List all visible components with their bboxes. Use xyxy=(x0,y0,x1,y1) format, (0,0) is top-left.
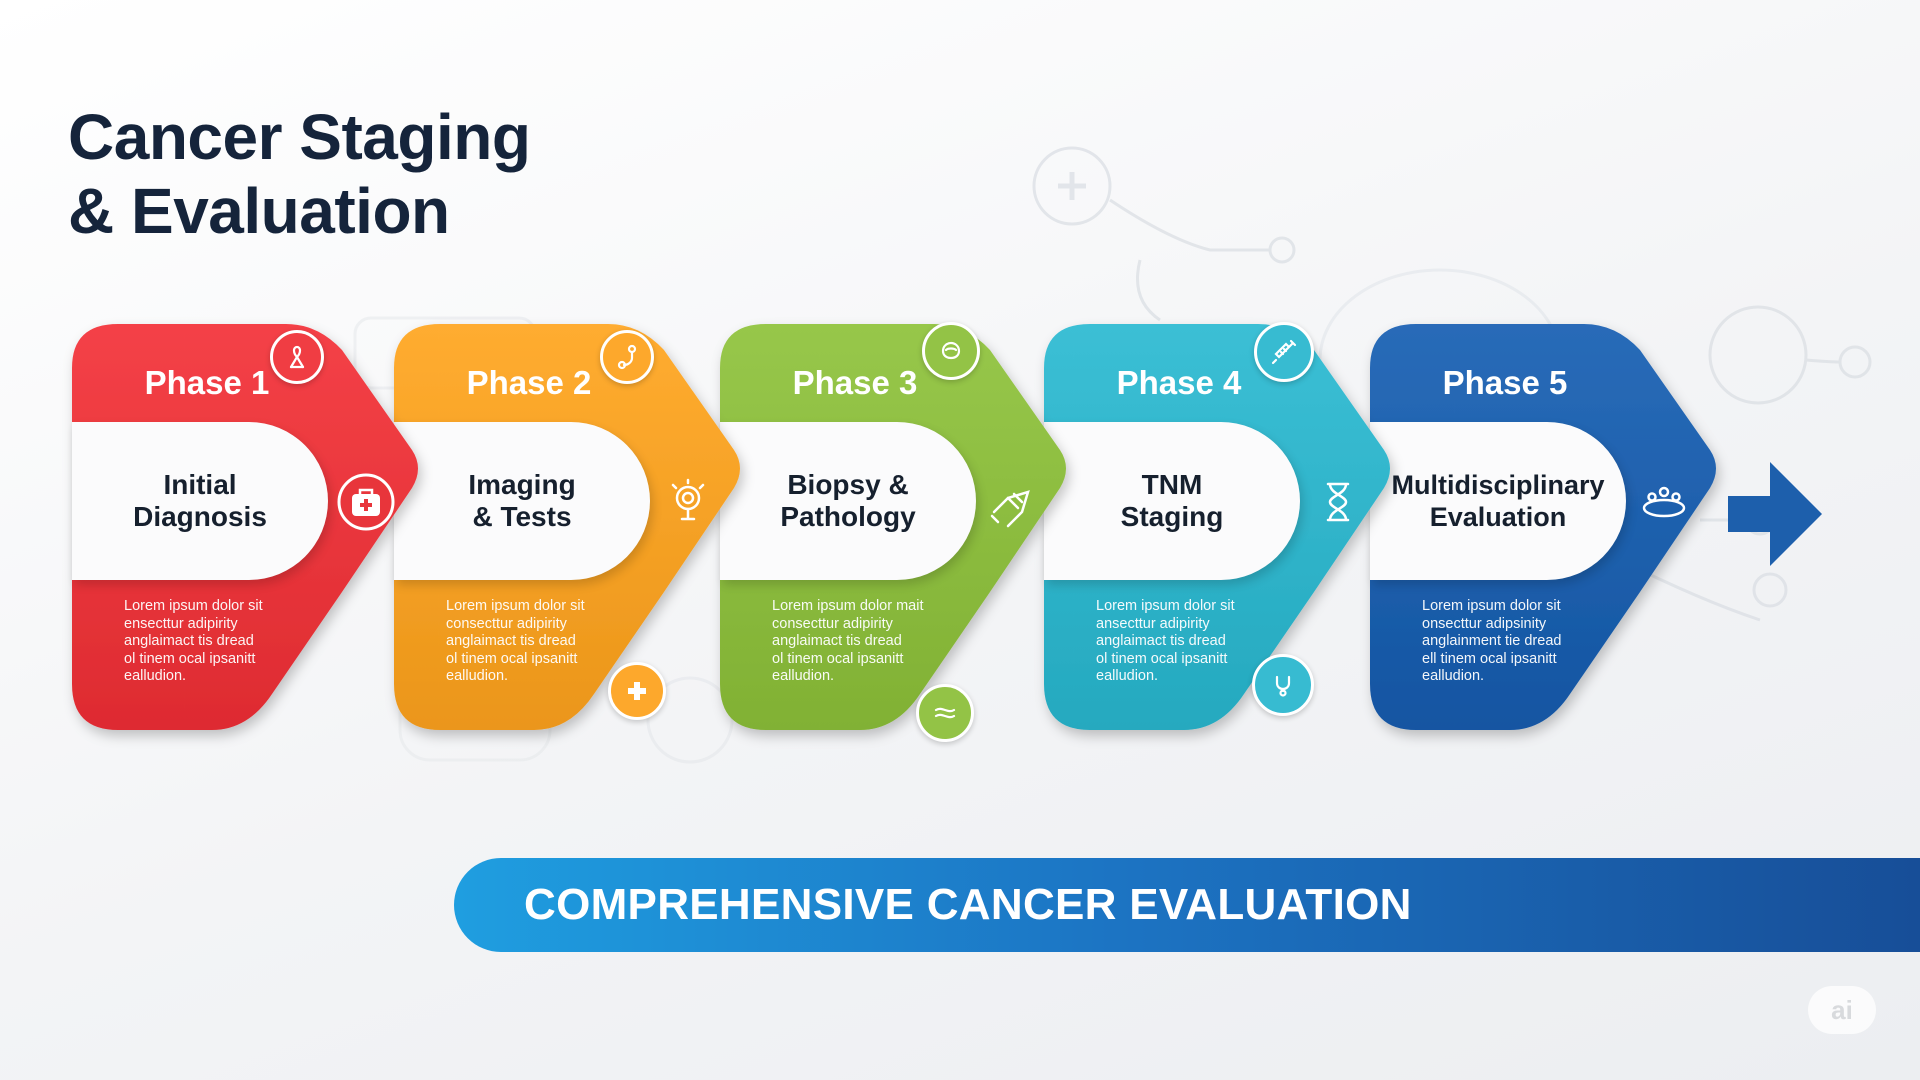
syringe-icon xyxy=(1254,322,1314,382)
final-arrow-icon xyxy=(1728,462,1822,566)
biopsy-needle-icon xyxy=(984,472,1044,532)
summary-banner: COMPREHENSIVE CANCER EVALUATION xyxy=(454,858,1920,952)
ai-watermark: ai xyxy=(1808,986,1876,1034)
phase-card-5: Phase 5 Multidisciplinary Evaluation Lor… xyxy=(1370,322,1750,734)
phase-label: Phase 2 xyxy=(466,364,592,401)
phase-card-3: Phase 3 Biopsy & Pathology Lorem ipsum d… xyxy=(720,322,1100,742)
phase-label: Phase 4 xyxy=(1116,364,1242,401)
stethoscope-check-icon xyxy=(1252,654,1314,716)
phase-name: TNM Staging xyxy=(1120,469,1224,532)
phase-name-pill xyxy=(72,422,328,580)
phase-name-pill xyxy=(1370,422,1626,580)
phase-card-4: Phase 4 TNM Staging Lorem ipsum dolor si… xyxy=(1044,322,1424,734)
phase-label: Phase 1 xyxy=(144,364,270,401)
banner-text: COMPREHENSIVE CANCER EVALUATION xyxy=(524,880,1412,929)
phase-description: Lorem ipsum dolor sit consecttur adipiri… xyxy=(446,598,585,684)
phase-description: Lorem ipsum dolor sit ansecttur adipirit… xyxy=(1096,598,1235,684)
title-line-1: Cancer Staging xyxy=(68,101,531,173)
phase-name: Multidisciplinary Evaluation xyxy=(1391,470,1605,532)
phase-name-pill xyxy=(1044,422,1300,580)
team-meeting-icon xyxy=(1634,472,1694,532)
phase-description: Lorem ipsum dolor sit ensecttur adipirit… xyxy=(124,598,263,684)
page-title: Cancer Staging & Evaluation xyxy=(68,100,531,248)
organ-icon xyxy=(922,322,980,380)
phase-name: Biopsy & Pathology xyxy=(780,469,916,532)
hourglass-icon xyxy=(1308,472,1368,532)
phase-description: Lorem ipsum dolor sit onsecttur adipsini… xyxy=(1422,598,1562,684)
phase-name: Imaging & Tests xyxy=(468,469,576,532)
title-line-2: & Evaluation xyxy=(68,175,450,247)
tissue-sample-icon xyxy=(916,684,974,742)
phase-label: Phase 5 xyxy=(1442,364,1568,401)
phase-name: Initial Diagnosis xyxy=(133,469,267,532)
ribbon-icon xyxy=(270,330,324,384)
scanner-icon xyxy=(658,472,718,532)
phase-label: Phase 3 xyxy=(792,364,918,401)
stethoscope-icon xyxy=(600,330,654,384)
phase-name-pill xyxy=(394,422,650,580)
phase-card-1: Phase 1 Initial Diagnosis Lorem ipsum do… xyxy=(72,322,452,734)
phase-name-pill xyxy=(720,422,976,580)
medical-cross-icon xyxy=(608,662,666,720)
first-aid-kit-icon xyxy=(336,472,396,532)
phase-description: Lorem ipsum dolor mait consecttur adipir… xyxy=(772,598,924,684)
phase-card-2: Phase 2 Imaging & Tests Lorem ipsum dolo… xyxy=(394,322,774,734)
